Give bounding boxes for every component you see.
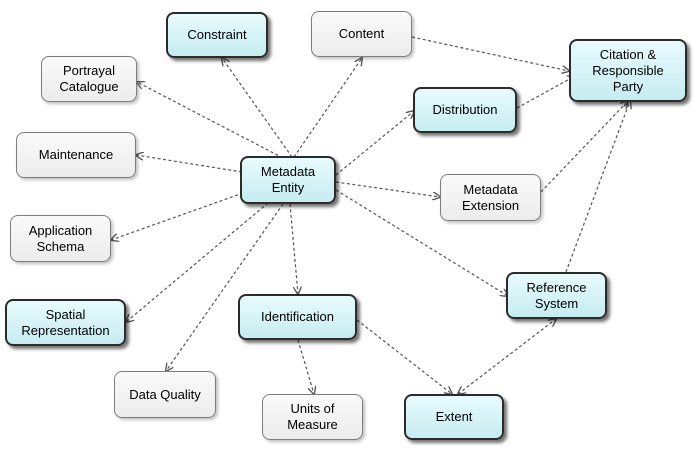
connector-me-extension <box>335 181 440 197</box>
node-distribution: Distribution <box>413 87 517 133</box>
node-data-quality: Data Quality <box>114 371 216 418</box>
connector-extension-citation <box>540 101 628 193</box>
node-portrayal-catalogue: Portrayal Catalogue <box>41 56 137 102</box>
node-identification: Identification <box>238 294 357 340</box>
connector-me-appschema <box>111 192 244 240</box>
node-extent: Extent <box>404 394 504 440</box>
node-maintenance: Maintenance <box>16 132 136 178</box>
connector-me-maintenance <box>136 155 243 173</box>
connector-me-dataquality <box>166 203 284 371</box>
connector-me-constraint <box>222 58 293 158</box>
node-citation-responsible-party: Citation & Responsible Party <box>569 39 687 102</box>
connector-me-spatial <box>126 202 269 322</box>
connector-me-content <box>293 58 362 158</box>
connector-me-refsystem <box>335 189 508 296</box>
connector-me-distribution <box>335 111 414 176</box>
node-metadata-extension: Metadata Extension <box>440 174 541 221</box>
node-application-schema: Application Schema <box>10 215 111 262</box>
connector-ident-extent <box>356 319 452 394</box>
connector-refsystem-citation <box>565 101 630 273</box>
connector-me-portrayal <box>137 82 284 159</box>
node-units-of-measure: Units of Measure <box>262 394 363 440</box>
node-constraint: Constraint <box>166 12 268 58</box>
connector-extent-refsystem <box>458 319 556 394</box>
connector-ident-units <box>297 339 314 394</box>
connector-me-identification <box>289 203 298 294</box>
node-content: Content <box>311 11 412 57</box>
node-spatial-representation: Spatial Representation <box>5 299 126 346</box>
connector-content-citation <box>411 36 569 71</box>
node-reference-system: Reference System <box>506 272 607 319</box>
node-metadata-entity: Metadata Entity <box>240 156 336 204</box>
connector-distribution-citation <box>516 76 575 109</box>
